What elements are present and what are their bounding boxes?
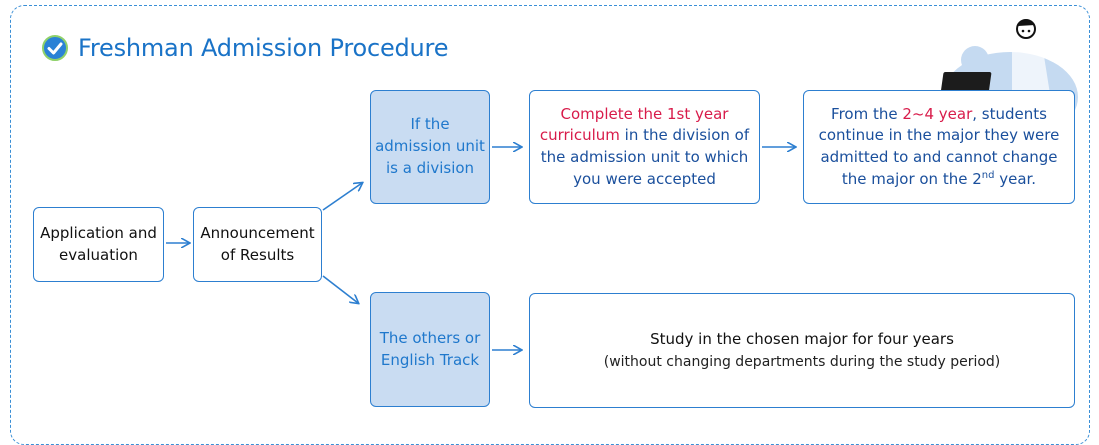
box-others-english-track: The others or English Track xyxy=(370,292,490,407)
check-circle-icon xyxy=(42,35,68,61)
page-title: Freshman Admission Procedure xyxy=(78,34,449,62)
box-application-evaluation: Application and evaluation xyxy=(33,207,164,282)
diagram-title: Freshman Admission Procedure xyxy=(42,30,448,66)
box-curriculum: Complete the 1st year curriculum in the … xyxy=(529,90,760,204)
flow-arrows xyxy=(166,0,1099,430)
box-announcement-results: Announcement of Results xyxy=(193,207,322,282)
arrow-announcement-to-division xyxy=(322,183,362,211)
box-major: From the 2~4 year, students continue in … xyxy=(803,90,1075,204)
arrow-announcement-to-others xyxy=(322,275,358,303)
box-division: If the admission unit is a division xyxy=(370,90,490,204)
box-study-major: Study in the chosen major for four years… xyxy=(529,293,1075,408)
